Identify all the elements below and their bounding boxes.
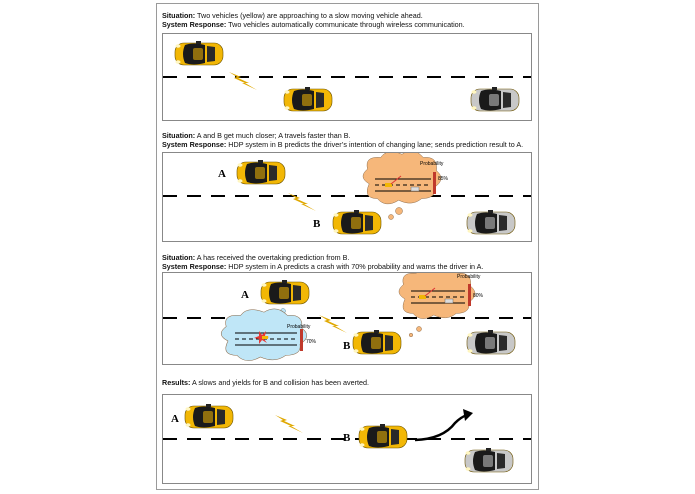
scene1-situation-label: Situation: bbox=[162, 11, 196, 20]
crash-icon bbox=[254, 331, 269, 344]
car-grey-slow bbox=[466, 329, 516, 355]
arrowhead-icon bbox=[463, 409, 473, 421]
scene2-situation-text: A and B get much closer; A travels faste… bbox=[195, 131, 351, 140]
scene3-road: A B Probability 80% Probability bbox=[163, 266, 531, 361]
scene3-response-text: HDP system in A predicts a crash with 70… bbox=[226, 262, 484, 271]
scene1-response-label: System Response: bbox=[162, 20, 227, 29]
scene4-result-label: Results: bbox=[162, 378, 191, 387]
mini-car-icon bbox=[385, 183, 392, 187]
scene3-panel: A B Probability 80% Probability bbox=[162, 266, 532, 365]
cloud-b-value: 80% bbox=[473, 293, 484, 299]
car-yellow-a bbox=[184, 403, 234, 429]
scene3-situation-label: Situation: bbox=[162, 253, 196, 262]
car-yellow-a bbox=[236, 159, 286, 185]
scene3-response-label: System Response: bbox=[162, 262, 227, 271]
car-grey-slow bbox=[470, 86, 520, 112]
label-b: B bbox=[343, 340, 351, 352]
car-yellow-b bbox=[283, 86, 333, 112]
probability-bar-a bbox=[300, 329, 303, 351]
scene2-response-text: HDP system in B predicts the driver’s in… bbox=[226, 140, 524, 149]
scene2-situation-label: Situation: bbox=[162, 131, 196, 140]
car-grey-slow bbox=[466, 209, 516, 235]
lightning-icon bbox=[229, 72, 257, 90]
label-a: A bbox=[171, 413, 179, 425]
cloud-value: 85% bbox=[438, 176, 449, 182]
lightning-icon bbox=[275, 415, 303, 433]
car-yellow-b bbox=[352, 329, 402, 355]
cloud-a-value: 70% bbox=[306, 339, 317, 345]
scene2-panel: A B Probability 85% bbox=[162, 150, 532, 242]
cloud-a-title: Probability bbox=[287, 324, 311, 330]
label-b: B bbox=[313, 218, 321, 230]
scene3-situation-text: A has received the overtaking prediction… bbox=[195, 253, 350, 262]
prediction-arrow bbox=[390, 175, 402, 185]
scene4-road: A B bbox=[163, 403, 531, 473]
scene1-situation-text: Two vehicles (yellow) are approaching to… bbox=[195, 11, 423, 20]
scene1-caption: Situation: Two vehicles (yellow) are app… bbox=[162, 11, 465, 29]
scene4-caption: Results: A slows and yields for B and co… bbox=[162, 378, 369, 387]
car-yellow-b bbox=[358, 423, 408, 449]
car-yellow-a bbox=[260, 279, 310, 305]
scene4-panel: A B bbox=[162, 394, 532, 484]
scene2-road: A B Probability 85% bbox=[163, 150, 531, 235]
scene4-result-text: A slows and yields for B and collision h… bbox=[190, 378, 369, 387]
car-yellow-b bbox=[332, 209, 382, 235]
label-a: A bbox=[241, 289, 249, 301]
probability-bar-b bbox=[468, 284, 471, 306]
scene3-caption: Situation: A has received the overtaking… bbox=[162, 253, 483, 271]
car-grey-slow bbox=[464, 447, 514, 473]
scene2-response-label: System Response: bbox=[162, 140, 227, 149]
cloud-title: Probability bbox=[420, 161, 444, 167]
car-yellow-a bbox=[174, 40, 224, 66]
scene1-road bbox=[163, 40, 531, 112]
cloud-b-title: Probability bbox=[457, 274, 481, 280]
scene1-panel bbox=[162, 33, 532, 121]
label-b: B bbox=[343, 432, 351, 444]
probability-bar bbox=[433, 172, 436, 194]
label-a: A bbox=[218, 168, 226, 180]
overtake-arrow bbox=[414, 413, 468, 442]
scene2-caption: Situation: A and B get much closer; A tr… bbox=[162, 131, 523, 149]
scene1-response-text: Two vehicles automatically communicate t… bbox=[226, 20, 465, 29]
